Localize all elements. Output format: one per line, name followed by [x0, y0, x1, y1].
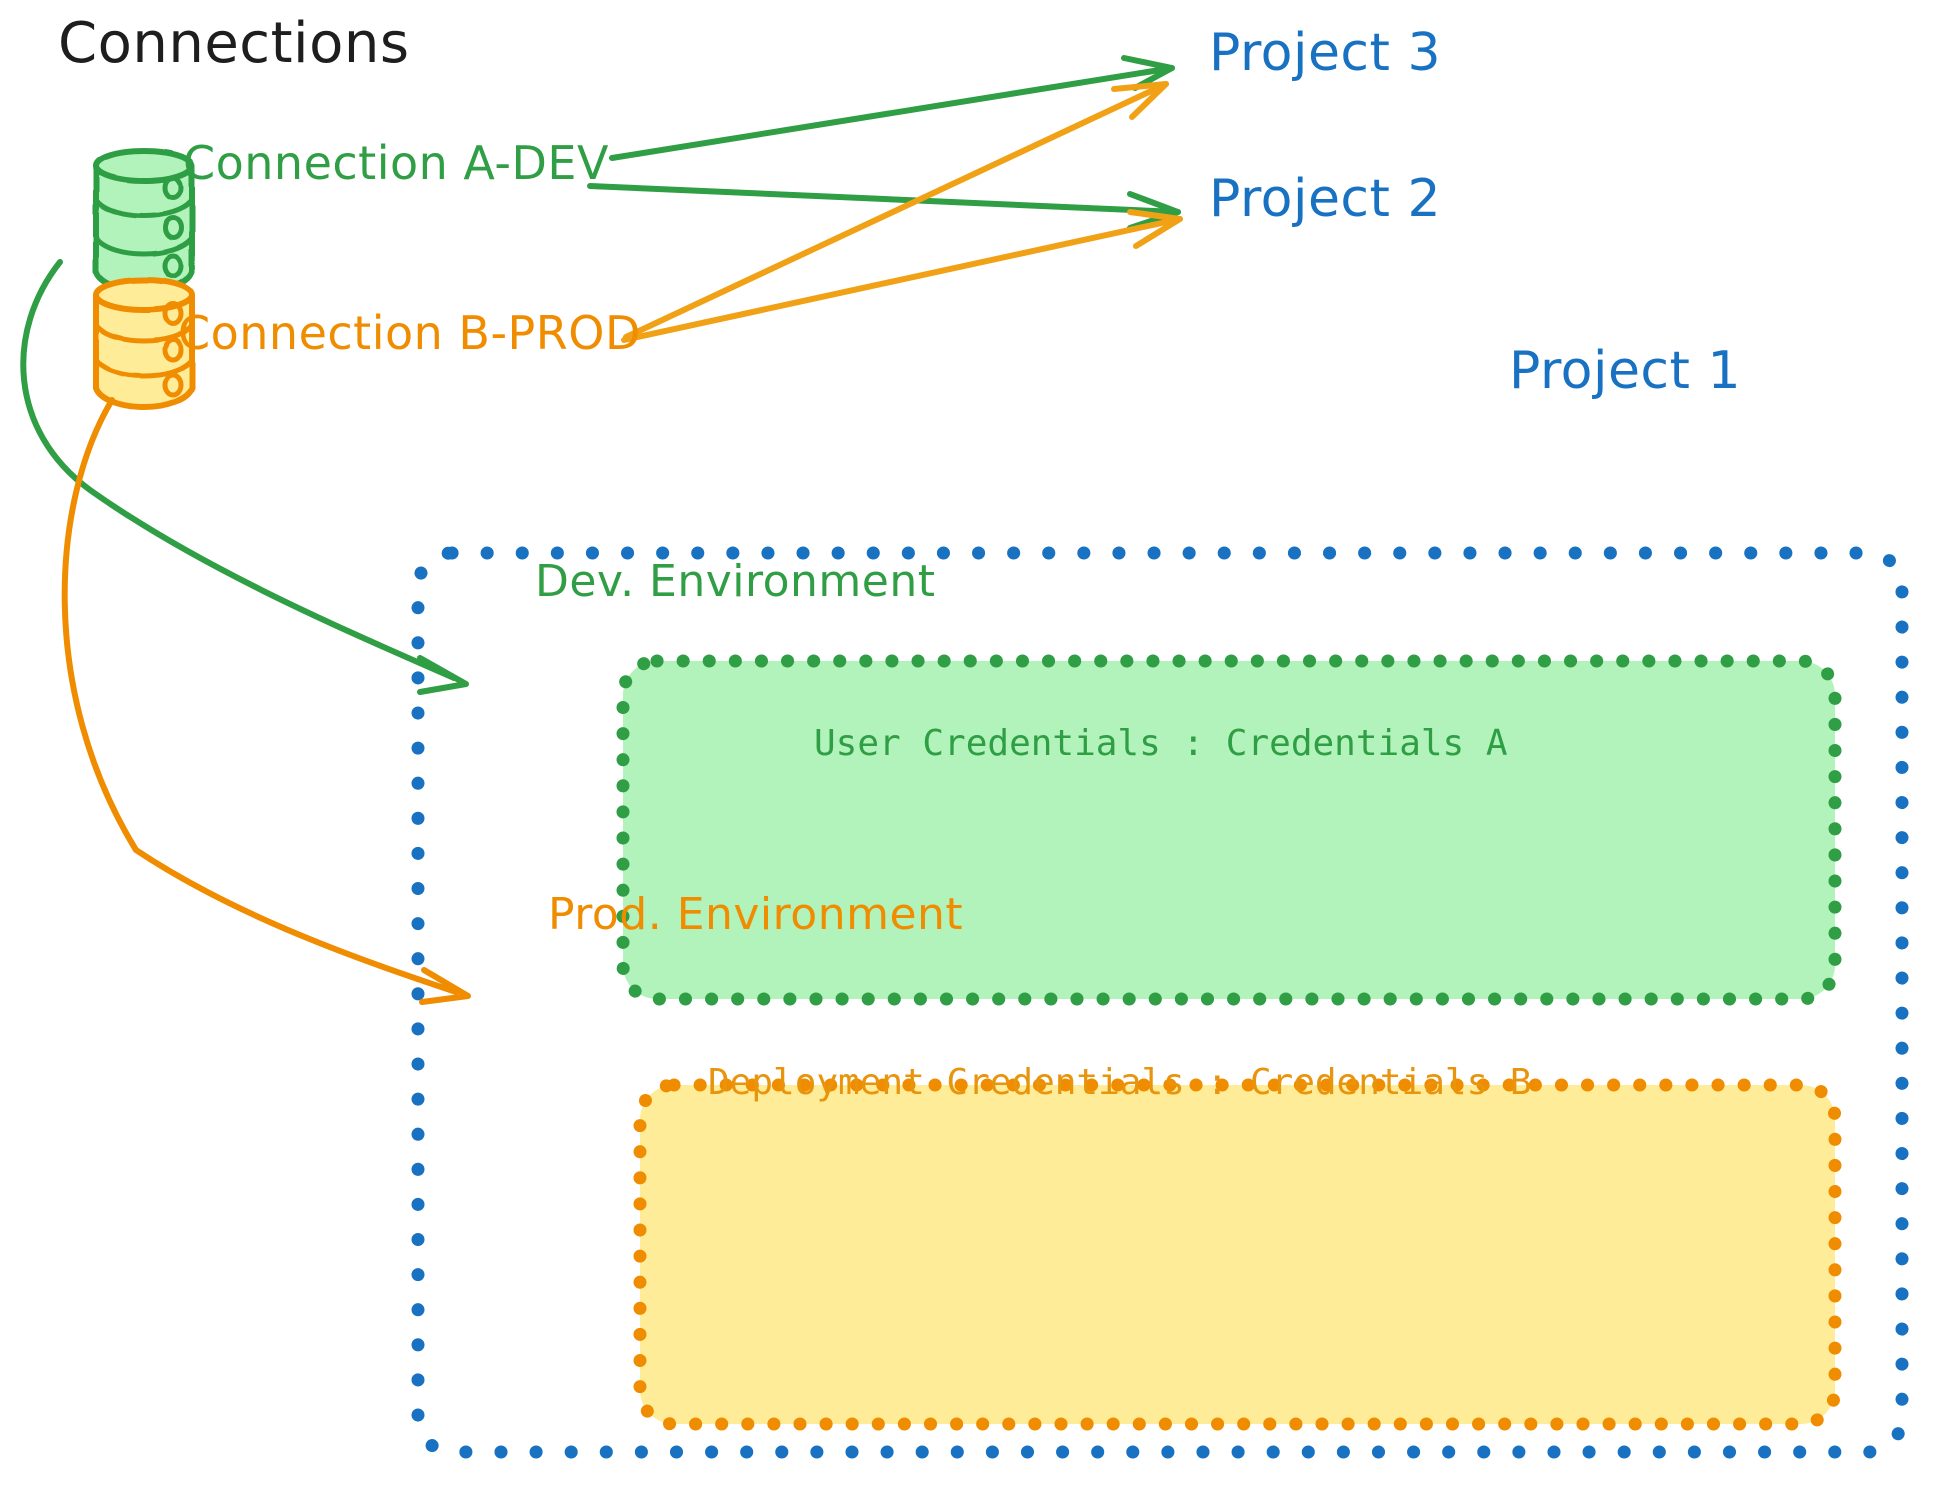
page-title: Connections [58, 11, 410, 76]
database-cylinder-icon-green[interactable] [93, 148, 195, 295]
dev-environment-title: Dev. Environment [535, 556, 936, 607]
project-2-label[interactable]: Project 2 [1209, 169, 1442, 229]
edge-b-prod-to-project-2 [621, 209, 1183, 343]
edge-a-dev-to-project-3 [609, 55, 1175, 161]
database-cylinder-icon-orange[interactable] [93, 277, 195, 411]
edge-a-dev-to-dev-environment [20, 259, 469, 695]
project-1-label[interactable]: Project 1 [1509, 341, 1742, 401]
connection-b-prod-label[interactable]: Connection B-PROD [178, 306, 641, 360]
prod-environment-credentials: Deployment Credentials : Credentials B [708, 1062, 1532, 1103]
dev-environment-credentials: User Credentials : Credentials A [814, 723, 1508, 764]
edge-a-dev-to-project-2 [587, 183, 1181, 231]
edge-b-prod-to-project-3 [623, 81, 1169, 340]
project-1-boundary [411, 546, 1909, 1459]
prod-environment-box[interactable] [633, 1078, 1842, 1431]
prod-environment-title: Prod. Environment [548, 889, 964, 940]
dev-environment-box[interactable] [616, 654, 1842, 1006]
edge-b-prod-to-prod-environment [61, 397, 471, 1005]
project-3-label[interactable]: Project 3 [1209, 23, 1442, 83]
connection-a-dev-label[interactable]: Connection A-DEV [183, 136, 609, 190]
